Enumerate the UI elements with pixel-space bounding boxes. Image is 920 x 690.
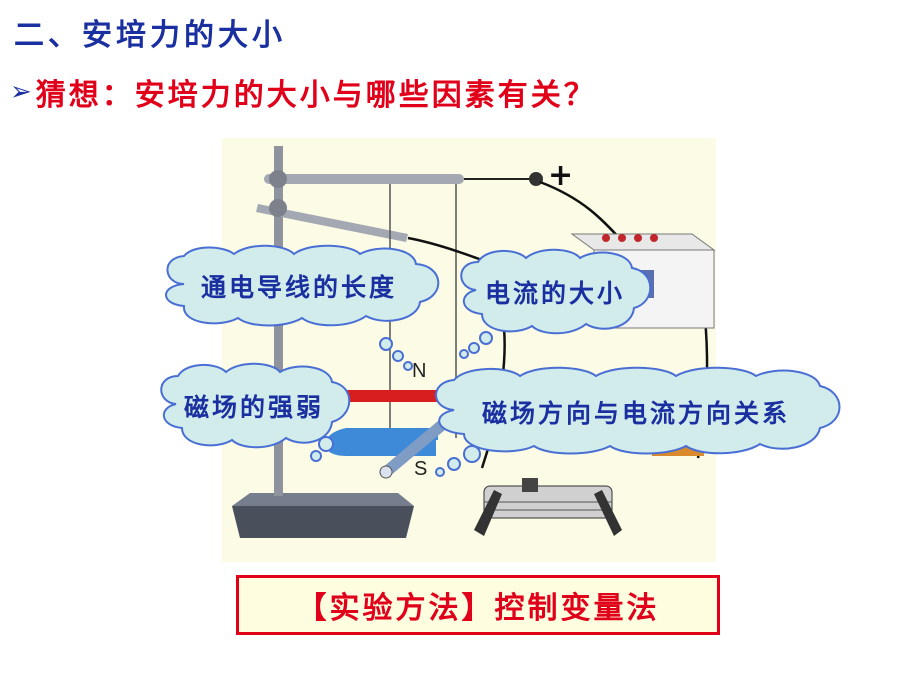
lower-clamp-rod <box>256 204 408 242</box>
pole-n-label: N <box>412 360 427 382</box>
method-box: 【实验方法】控制变量法 <box>236 575 720 635</box>
stand-base-top <box>232 493 414 506</box>
magnet-s <box>346 428 438 440</box>
cloud-direction-text: 磁场方向与电流方向关系 <box>481 399 790 428</box>
cloud-current-text: 电流的大小 <box>484 279 625 308</box>
cloud-wire-length: 通电导线的长度 <box>154 244 444 328</box>
upper-clamp-rod <box>264 174 464 184</box>
apparatus-illustration <box>232 146 716 538</box>
lower-clamp <box>269 199 287 217</box>
slide-heading: 二、安培力的大小 <box>14 18 286 53</box>
guess-text: 猜想：安培力的大小与哪些因素有关？ <box>35 78 597 113</box>
cloud-current: 电流的大小 <box>452 246 658 338</box>
arrow-bullet-icon: ➢ <box>10 77 32 107</box>
guess-line: ➢ 猜想：安培力的大小与哪些因素有关？ <box>10 70 597 114</box>
conductor-rod <box>382 416 452 476</box>
experiment-figure: N S + <box>222 138 716 562</box>
pole-s-label: S <box>414 458 428 480</box>
cloud-wire-length-text: 通电导线的长度 <box>200 273 397 302</box>
upper-clamp <box>269 170 287 188</box>
terminal-knob <box>529 172 543 186</box>
method-text: 【实验方法】控制变量法 <box>296 591 660 626</box>
magnet-n <box>346 390 438 402</box>
cloud-direction: 磁场方向与电流方向关系 <box>424 364 848 460</box>
plus-sign: + <box>548 158 574 193</box>
cloud-field-strength-text: 磁场的强弱 <box>183 393 324 422</box>
cloud-field-strength: 磁场的强弱 <box>152 360 356 452</box>
stand-base <box>232 506 414 538</box>
